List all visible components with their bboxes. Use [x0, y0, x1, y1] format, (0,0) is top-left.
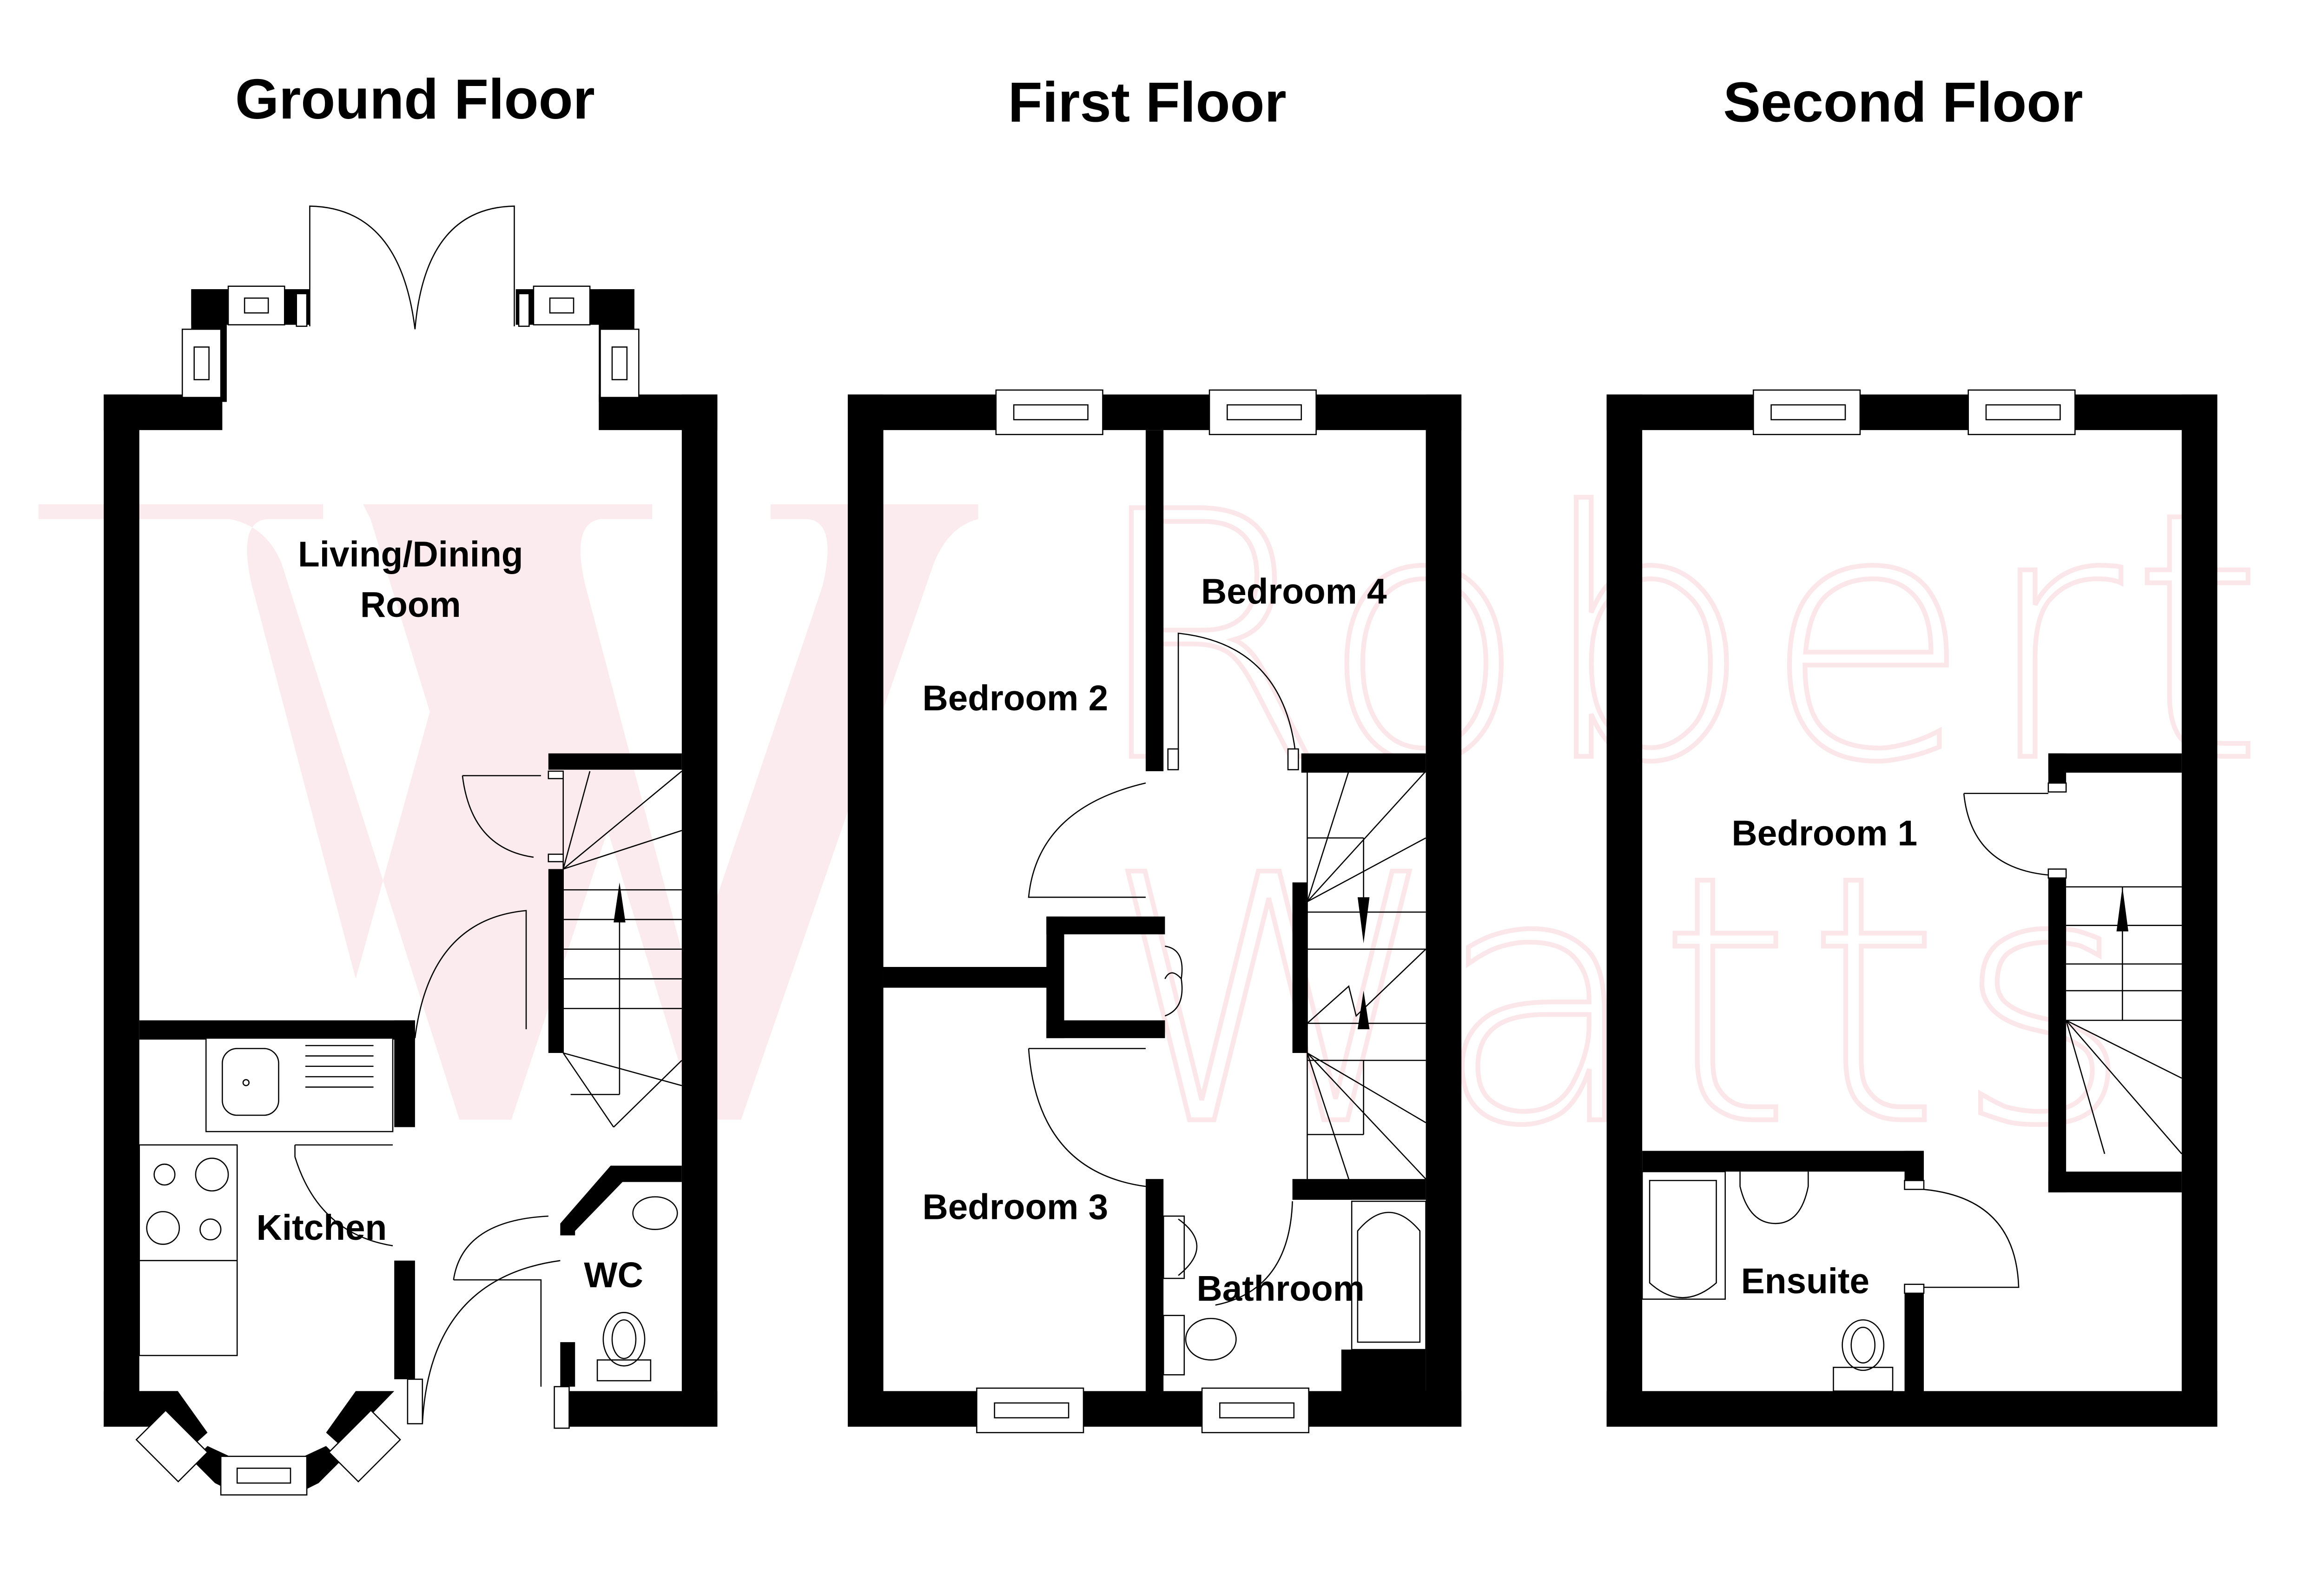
toilet-icon — [1185, 1317, 1237, 1361]
window — [995, 389, 1103, 436]
stairs-up-arrow-icon — [614, 882, 626, 923]
stairs-up-arrow-icon — [1357, 991, 1370, 1030]
room-label-living-dining: Living/Dining — [298, 535, 523, 575]
room-label-kitchen: Kitchen — [257, 1208, 387, 1248]
basin-icon — [1739, 1171, 1809, 1224]
bath — [1641, 1171, 1726, 1300]
window — [1201, 1387, 1309, 1434]
room-label-wc: WC — [584, 1256, 643, 1295]
room-label-ensuite: Ensuite — [1741, 1262, 1869, 1301]
watermark-logo-icon — [38, 504, 978, 1120]
staircase — [1307, 771, 1426, 1180]
second-floor-plan: Bedroom 1 Ensuite — [1606, 389, 2218, 1427]
staircase — [562, 770, 682, 1128]
bath-icon — [1357, 1211, 1421, 1343]
bay-window — [135, 1409, 401, 1496]
window — [227, 285, 285, 325]
french-door — [296, 205, 530, 330]
hob-icon — [139, 1144, 238, 1261]
sink-icon — [222, 1048, 279, 1116]
basin-icon — [632, 1196, 678, 1230]
ground-floor-title: Ground Floor — [235, 67, 595, 131]
room-label-bedroom-1: Bedroom 1 — [1732, 814, 1918, 853]
basin-icon — [1162, 1215, 1185, 1279]
window — [533, 285, 591, 325]
stairs-down-arrow-icon — [1357, 897, 1370, 943]
room-label-living-dining-line2: Room — [360, 585, 461, 625]
room-label-bedroom-2: Bedroom 2 — [922, 679, 1108, 718]
window — [1208, 389, 1317, 436]
first-floor-plan: Bedroom 4 Bedroom 2 Bedroom 3 Bathroom — [847, 389, 1462, 1434]
stairs-up-arrow-icon — [2116, 887, 2129, 932]
second-floor-title: Second Floor — [1723, 71, 2083, 134]
bath — [1351, 1200, 1426, 1350]
window — [600, 328, 640, 398]
toilet-cistern — [1162, 1315, 1185, 1376]
counter — [139, 1260, 238, 1357]
watermark-text-robert: Robert — [1089, 440, 2273, 837]
room-label-bedroom-3: Bedroom 3 — [922, 1187, 1108, 1227]
room-label-bedroom-4: Bedroom 4 — [1201, 572, 1387, 611]
window — [1967, 389, 2076, 436]
toilet-cistern — [596, 1359, 652, 1382]
window — [1753, 389, 1861, 436]
toilet-cistern — [1833, 1367, 1894, 1392]
window — [181, 328, 222, 398]
toilet-icon — [1842, 1319, 1885, 1371]
bath-icon — [1649, 1180, 1717, 1298]
staircase — [2065, 886, 2182, 1154]
first-floor-title: First Floor — [1008, 71, 1287, 134]
toilet-icon — [602, 1312, 646, 1367]
ground-floor-plan: Living/Dining Room Kitchen WC — [104, 205, 718, 1496]
window — [976, 1387, 1084, 1434]
room-label-bathroom: Bathroom — [1196, 1269, 1364, 1309]
